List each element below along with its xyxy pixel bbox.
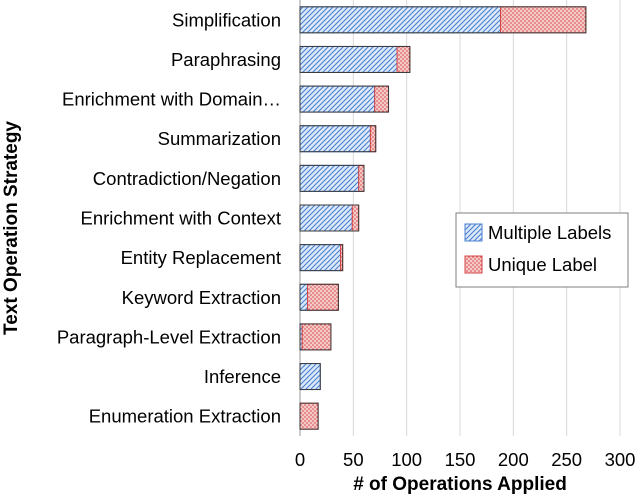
x-tick-label: 100: [391, 449, 422, 470]
category-label: Paragraph-Level Extraction: [57, 326, 281, 347]
bar-segment: [299, 283, 308, 311]
bar-segment: [358, 164, 365, 192]
bar-outline: [299, 402, 319, 430]
bar-segment: [306, 283, 339, 311]
bar-outline: [299, 6, 587, 34]
x-tick-label: 200: [498, 449, 529, 470]
bar-segment: [299, 45, 398, 73]
bar-outline: [299, 125, 377, 153]
bar-segment: [374, 85, 390, 113]
legend-box: [455, 212, 629, 288]
x-tick-label: 150: [445, 449, 476, 470]
bar-outline: [299, 85, 390, 113]
category-label: Summarization: [158, 128, 281, 149]
category-label: Entity Replacement: [121, 247, 281, 268]
bar-outline: [299, 164, 365, 192]
x-tick-label: 300: [605, 449, 636, 470]
y-axis-title: Text Operation Strategy: [1, 121, 22, 335]
category-label: Contradiction/Negation: [93, 168, 281, 189]
bar-outline: [299, 45, 411, 73]
bar-outline: [299, 204, 360, 232]
legend-label: Multiple Labels: [488, 222, 611, 243]
bar-segment: [299, 85, 376, 113]
x-axis-title: # of Operations Applied: [353, 474, 567, 495]
x-tick-labels: 0 50 100 150 200 250 300: [295, 449, 636, 470]
bar-segment: [299, 6, 502, 34]
category-label: Keyword Extraction: [122, 287, 281, 308]
bar-segment: [299, 244, 342, 272]
x-tick-label: 250: [551, 449, 582, 470]
legend-swatch: [464, 223, 483, 242]
bar-segment: [351, 204, 360, 232]
bar-outline: [299, 363, 321, 391]
bar-segment: [396, 45, 411, 73]
category-label: Enumeration Extraction: [89, 406, 281, 427]
category-label: Inference: [204, 366, 281, 387]
bar-segment: [369, 125, 377, 153]
bar-outline: [299, 244, 344, 272]
bar-segment: [299, 402, 319, 430]
bar-segment: [299, 204, 353, 232]
bar-segment: [500, 6, 587, 34]
bars: [299, 6, 587, 430]
bar-segment: [299, 125, 371, 153]
category-label: Enrichment with Domain…: [62, 89, 281, 110]
bar-outline: [299, 283, 339, 311]
x-tick-label: 50: [343, 449, 364, 470]
x-tick-label: 0: [295, 449, 305, 470]
category-label: Paraphrasing: [171, 49, 281, 70]
category-label: Enrichment with Context: [80, 208, 281, 229]
bar-outline: [299, 323, 332, 351]
legend-swatch: [464, 255, 483, 274]
bar-segment: [301, 323, 332, 351]
bar-segment: [299, 363, 321, 391]
category-label: Simplification: [172, 9, 281, 30]
legend-label: Unique Label: [488, 254, 597, 275]
bar-segment: [299, 164, 360, 192]
